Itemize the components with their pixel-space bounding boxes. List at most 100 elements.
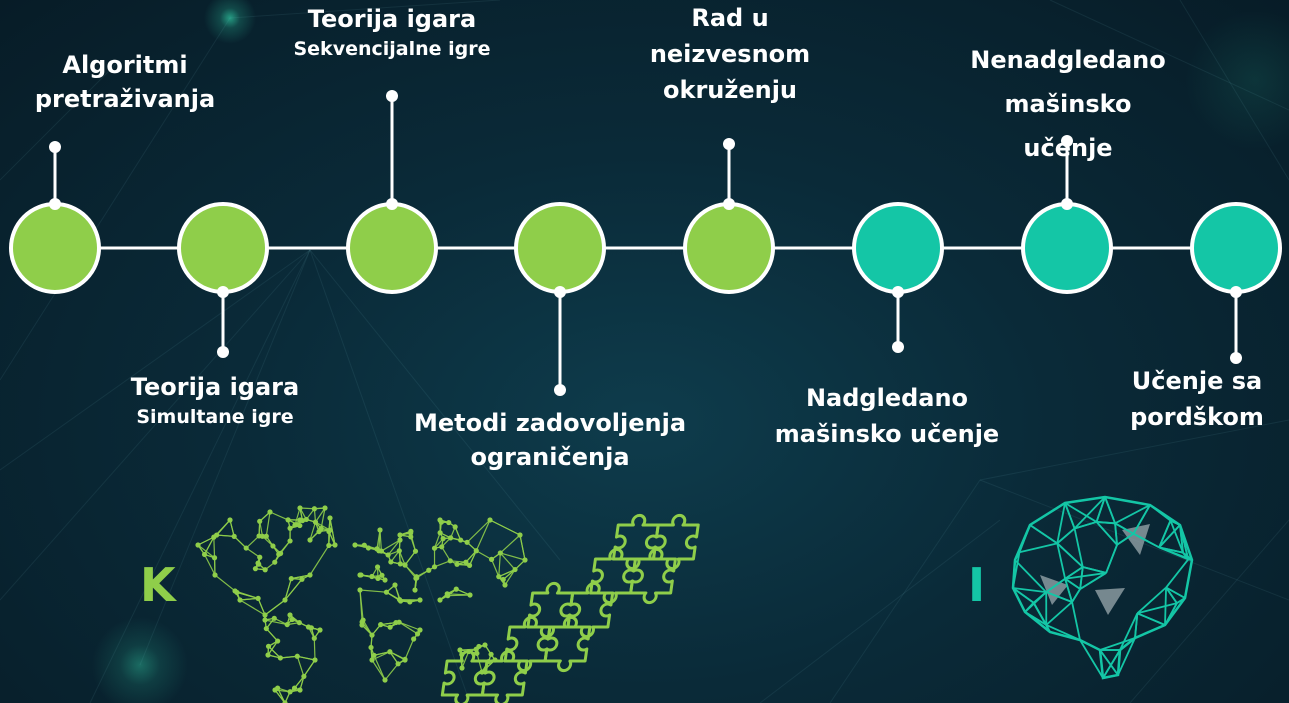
- map-node: [252, 566, 259, 572]
- map-node: [437, 530, 443, 536]
- brain-edge: [1071, 601, 1081, 641]
- stem-joint-dot: [1061, 198, 1073, 210]
- map-node: [332, 542, 338, 548]
- brain-edge: [1064, 578, 1073, 603]
- map-edge: [245, 547, 261, 558]
- map-node: [387, 624, 393, 630]
- label-teorija-igara-sekvencijalne: Teorija igara Sekvencijalne igre: [293, 5, 491, 60]
- map-node: [296, 619, 302, 626]
- map-node: [322, 505, 328, 511]
- map-node: [517, 532, 523, 538]
- map-node: [369, 632, 375, 638]
- map-node: [466, 562, 473, 568]
- brain-edge: [1079, 572, 1107, 590]
- map-edge: [267, 640, 279, 656]
- brain-edge: [1158, 546, 1189, 561]
- stem-joint-dot: [892, 286, 904, 298]
- map-node: [297, 522, 303, 529]
- map-node: [267, 509, 273, 515]
- map-edge: [434, 560, 451, 568]
- map-edge: [469, 550, 477, 566]
- brain-outline: [1011, 495, 1194, 680]
- brain-edge: [1165, 586, 1186, 599]
- map-node: [326, 542, 332, 549]
- map-edge: [498, 552, 501, 577]
- map-edge: [309, 545, 330, 576]
- map-edge: [268, 645, 281, 659]
- map-node: [459, 665, 465, 671]
- brain-edge: [1116, 532, 1134, 546]
- brain-edge: [1136, 586, 1167, 614]
- map-node: [473, 548, 479, 554]
- brain-edge: [1045, 601, 1073, 626]
- map-node: [382, 577, 388, 583]
- map-node: [387, 649, 393, 655]
- map-node: [297, 687, 303, 693]
- brain-edge: [1073, 528, 1084, 568]
- map-node: [275, 685, 281, 691]
- map-node: [257, 518, 263, 524]
- map-node: [263, 533, 269, 539]
- puzzle-piece: [480, 649, 529, 703]
- map-node: [463, 559, 469, 565]
- map-node: [301, 673, 307, 679]
- map-edge: [404, 638, 415, 660]
- map-node: [413, 574, 420, 580]
- brain-edge: [1095, 496, 1106, 523]
- brain-edge: [1029, 524, 1058, 545]
- map-node: [457, 647, 463, 653]
- brain-edge: [1137, 602, 1178, 615]
- brain-edge: [1117, 637, 1136, 676]
- map-edge: [398, 621, 421, 631]
- map-node: [287, 525, 293, 531]
- map-edge: [475, 519, 491, 551]
- map-node: [398, 598, 404, 604]
- map-edge: [359, 589, 363, 622]
- stem-end-dot: [49, 141, 61, 153]
- stem-end-dot: [892, 341, 904, 353]
- map-edge: [371, 659, 386, 681]
- brain-edge: [1071, 588, 1081, 603]
- logo-letter-k: K: [140, 558, 176, 612]
- map-edge: [277, 687, 286, 703]
- map-edge: [466, 519, 491, 543]
- map-node: [464, 539, 470, 545]
- map-node: [454, 561, 460, 567]
- map-node: [452, 524, 458, 530]
- brain-edge: [1079, 566, 1084, 590]
- map-node: [431, 545, 438, 551]
- map-node: [369, 657, 375, 663]
- map-node: [299, 517, 306, 524]
- brain-edge: [1056, 542, 1084, 568]
- map-edge: [398, 621, 418, 635]
- puzzle-piece: [566, 581, 615, 639]
- map-node: [402, 656, 408, 662]
- map-node: [312, 657, 318, 663]
- map-node: [195, 542, 201, 548]
- map-node: [512, 566, 518, 573]
- map-node: [368, 644, 374, 651]
- map-edge: [359, 589, 387, 593]
- brain-edge: [1165, 586, 1178, 604]
- brain-edge: [1074, 521, 1097, 530]
- brain-edge: [1056, 527, 1076, 545]
- map-node: [291, 685, 298, 691]
- map-node: [317, 627, 323, 633]
- brain-edge: [1137, 612, 1166, 626]
- brain-edge: [1019, 542, 1058, 554]
- brain-edge: [1133, 532, 1160, 549]
- map-node: [473, 646, 479, 652]
- map-node: [259, 533, 266, 539]
- puzzle-pieces-icon: [440, 513, 700, 703]
- map-node: [393, 619, 399, 626]
- map-node: [383, 589, 390, 595]
- map-node: [214, 532, 220, 538]
- map-node: [255, 560, 261, 566]
- map-node: [371, 652, 377, 658]
- map-node: [231, 533, 237, 539]
- stem-end-dot: [723, 138, 735, 150]
- brain-edge: [1082, 566, 1107, 574]
- map-node: [312, 519, 319, 525]
- brain-edge: [1164, 587, 1167, 626]
- brain-edge: [1073, 496, 1106, 530]
